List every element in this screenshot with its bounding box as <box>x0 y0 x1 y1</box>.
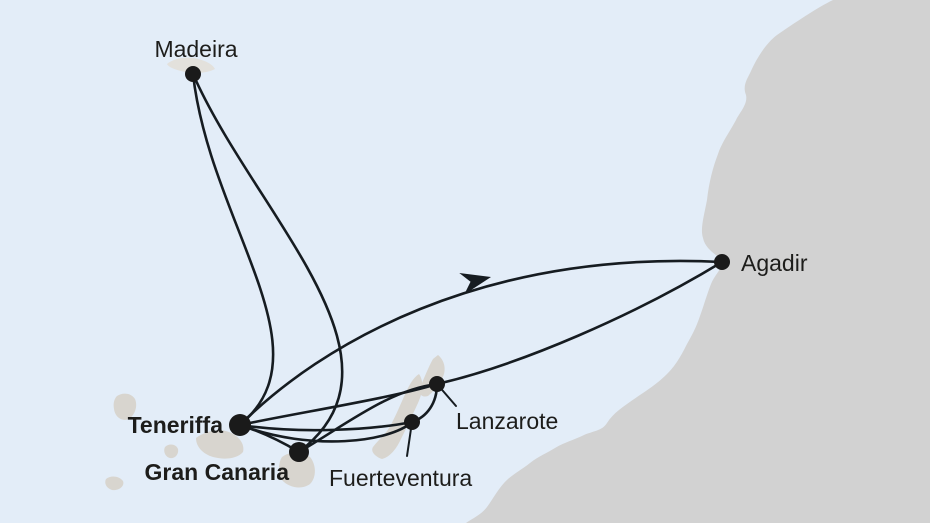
route-madeira-gran-canaria <box>191 72 344 454</box>
port-label-lanzarote: Lanzarote <box>456 408 558 434</box>
route-madeira-teneriffa <box>191 72 275 427</box>
island-fuerteventura <box>372 374 423 459</box>
port-label-agadir: Agadir <box>741 250 808 276</box>
africa-landmass <box>466 0 930 523</box>
port-label-gran-canaria: Gran Canaria <box>145 459 290 485</box>
island-el-hierro <box>105 476 124 491</box>
port-dot-madeira <box>185 66 201 82</box>
port-dot-fuerteventura <box>404 414 420 430</box>
route-direction-arrow-icon <box>459 273 491 295</box>
route-teneriffa-fuerteventura-2 <box>238 420 414 443</box>
port-dot-gran-canaria <box>289 442 309 462</box>
port-label-fuerteventura: Fuerteventura <box>329 465 472 491</box>
island-teneriffa <box>196 430 244 459</box>
port-label-teneriffa: Teneriffa <box>128 412 224 438</box>
island-la-gomera <box>164 444 179 459</box>
route-gran-canaria-lanzarote <box>297 382 439 454</box>
route-agadir-lanzarote <box>435 260 724 386</box>
island-gran-canaria <box>279 452 315 488</box>
route-teneriffa-lanzarote <box>238 382 439 427</box>
island-la-palma <box>113 393 137 420</box>
port-label-madeira: Madeira <box>154 36 237 62</box>
island-madeira <box>167 57 215 73</box>
port-dot-agadir <box>714 254 730 270</box>
port-dot-lanzarote <box>429 376 445 392</box>
port-dot-teneriffa <box>229 414 251 436</box>
route-teneriffa-agadir <box>238 259 724 427</box>
